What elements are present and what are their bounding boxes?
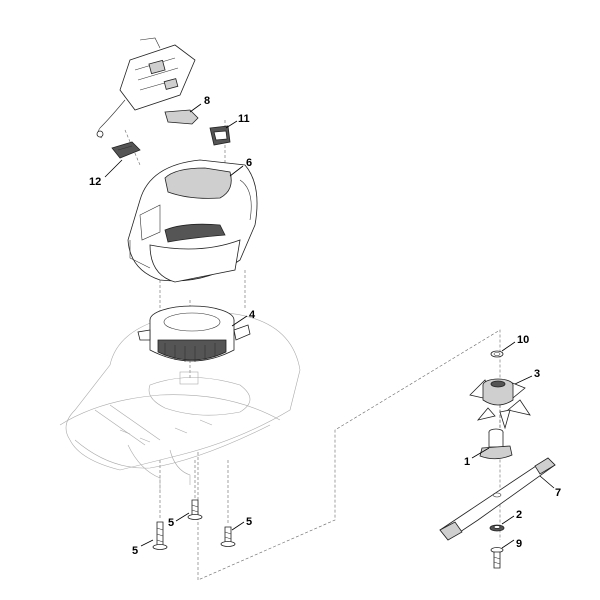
- control-electronics: [96, 37, 196, 139]
- part-12-panel: [111, 141, 141, 159]
- callout-4: 4: [249, 309, 256, 321]
- callout-5-middle: 5: [168, 517, 174, 529]
- part-10-ring: [490, 350, 504, 358]
- leader-lines: [104, 103, 555, 549]
- callout-2: 2: [516, 509, 522, 521]
- part-7-blade: [439, 457, 556, 541]
- mower-deck: [59, 311, 301, 490]
- callout-5-right: 5: [246, 516, 252, 528]
- part-8-cover: [164, 109, 199, 125]
- callout-5-left: 5: [132, 545, 138, 557]
- part-11-clip: [209, 125, 231, 146]
- callout-7: 7: [555, 487, 561, 499]
- part-6-motor-hood: [127, 159, 258, 283]
- callout-6: 6: [246, 157, 252, 169]
- part-2-washer: [489, 524, 505, 532]
- callout-labels: 8 11 12 6 4 10 3 1 7 2 9 5 5 5: [89, 95, 561, 557]
- part-5-screws: [152, 499, 236, 550]
- callout-8: 8: [204, 95, 210, 107]
- callout-9: 9: [516, 538, 522, 550]
- callout-12: 12: [89, 176, 101, 188]
- assembly-guide-lines: [124, 120, 501, 581]
- callout-10: 10: [517, 334, 529, 346]
- callout-1: 1: [464, 456, 470, 468]
- part-9-bolt: [490, 547, 504, 569]
- callout-3: 3: [534, 368, 540, 380]
- part-4-motor-mount: [137, 305, 251, 362]
- part-1-adapter: [479, 428, 513, 460]
- part-3-fan: [469, 378, 531, 430]
- callout-11: 11: [238, 113, 250, 125]
